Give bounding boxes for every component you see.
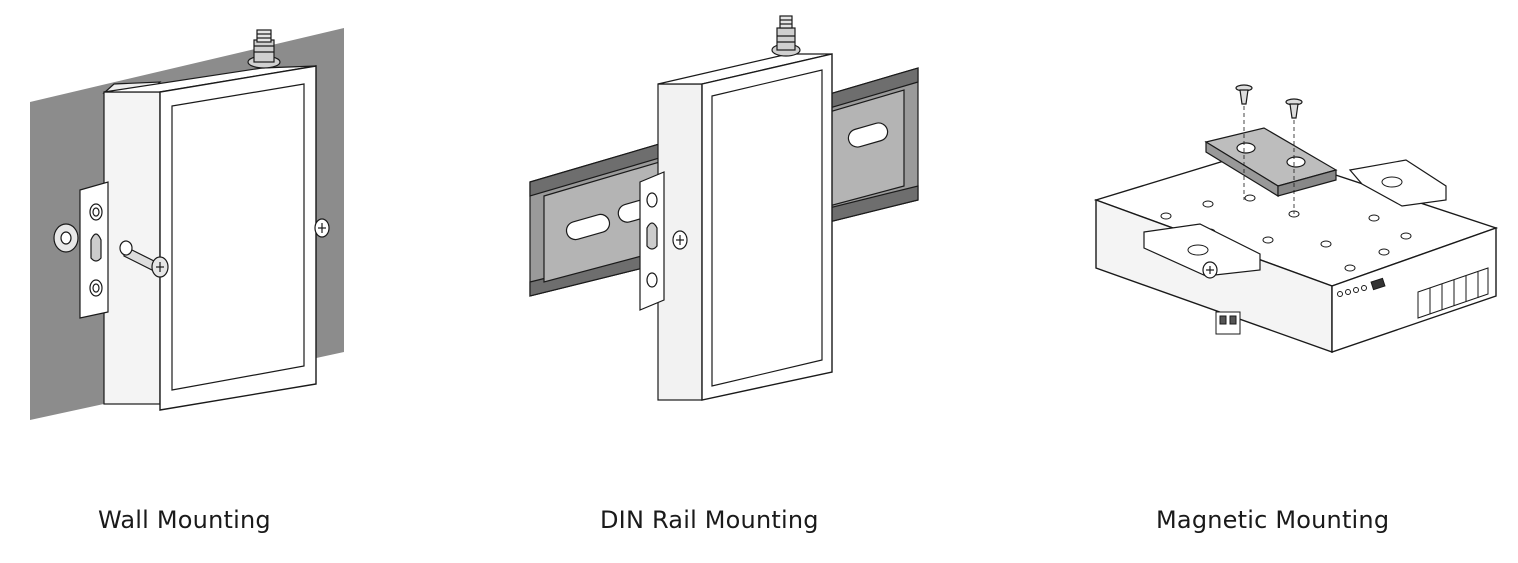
antenna-connector: [247, 29, 281, 69]
device-right-face: [1331, 227, 1497, 353]
magnet-bar: [1204, 127, 1338, 198]
din-rail-mounting-illustration: [529, 15, 919, 401]
wall-mounting-illustration: [30, 28, 344, 420]
wall-mounting-panel: Wall Mounting: [0, 0, 470, 563]
magnetic-mounting-panel: Magnetic Mounting: [1010, 0, 1518, 563]
din-rail-mounting-panel: DIN Rail Mounting: [470, 0, 1010, 563]
magnetic-mounting-illustration: [1093, 84, 1499, 353]
status-leds: [1337, 285, 1367, 297]
bracket-holes: [646, 192, 658, 288]
usb-port: [1370, 277, 1386, 291]
device-front-panel: [171, 83, 305, 391]
antenna-connector: [771, 15, 801, 57]
side-screw: [672, 230, 688, 250]
ear-screw: [1202, 261, 1218, 279]
caption-wall-mounting: Wall Mounting: [98, 506, 271, 534]
power-connector: [1215, 311, 1241, 335]
caption-din-rail-mounting: DIN Rail Mounting: [600, 506, 819, 534]
wall-anchor: [53, 223, 79, 253]
caption-magnetic-mounting: Magnetic Mounting: [1156, 506, 1390, 534]
bracket-holes: [89, 203, 103, 297]
screw: [119, 240, 169, 278]
side-screw: [314, 218, 330, 238]
terminal-block: [1417, 267, 1489, 319]
device-front-panel: [711, 69, 823, 387]
ear-slot-left: [1187, 244, 1209, 256]
ear-slot-right: [1381, 176, 1403, 188]
magnet-screws: [1235, 84, 1303, 214]
